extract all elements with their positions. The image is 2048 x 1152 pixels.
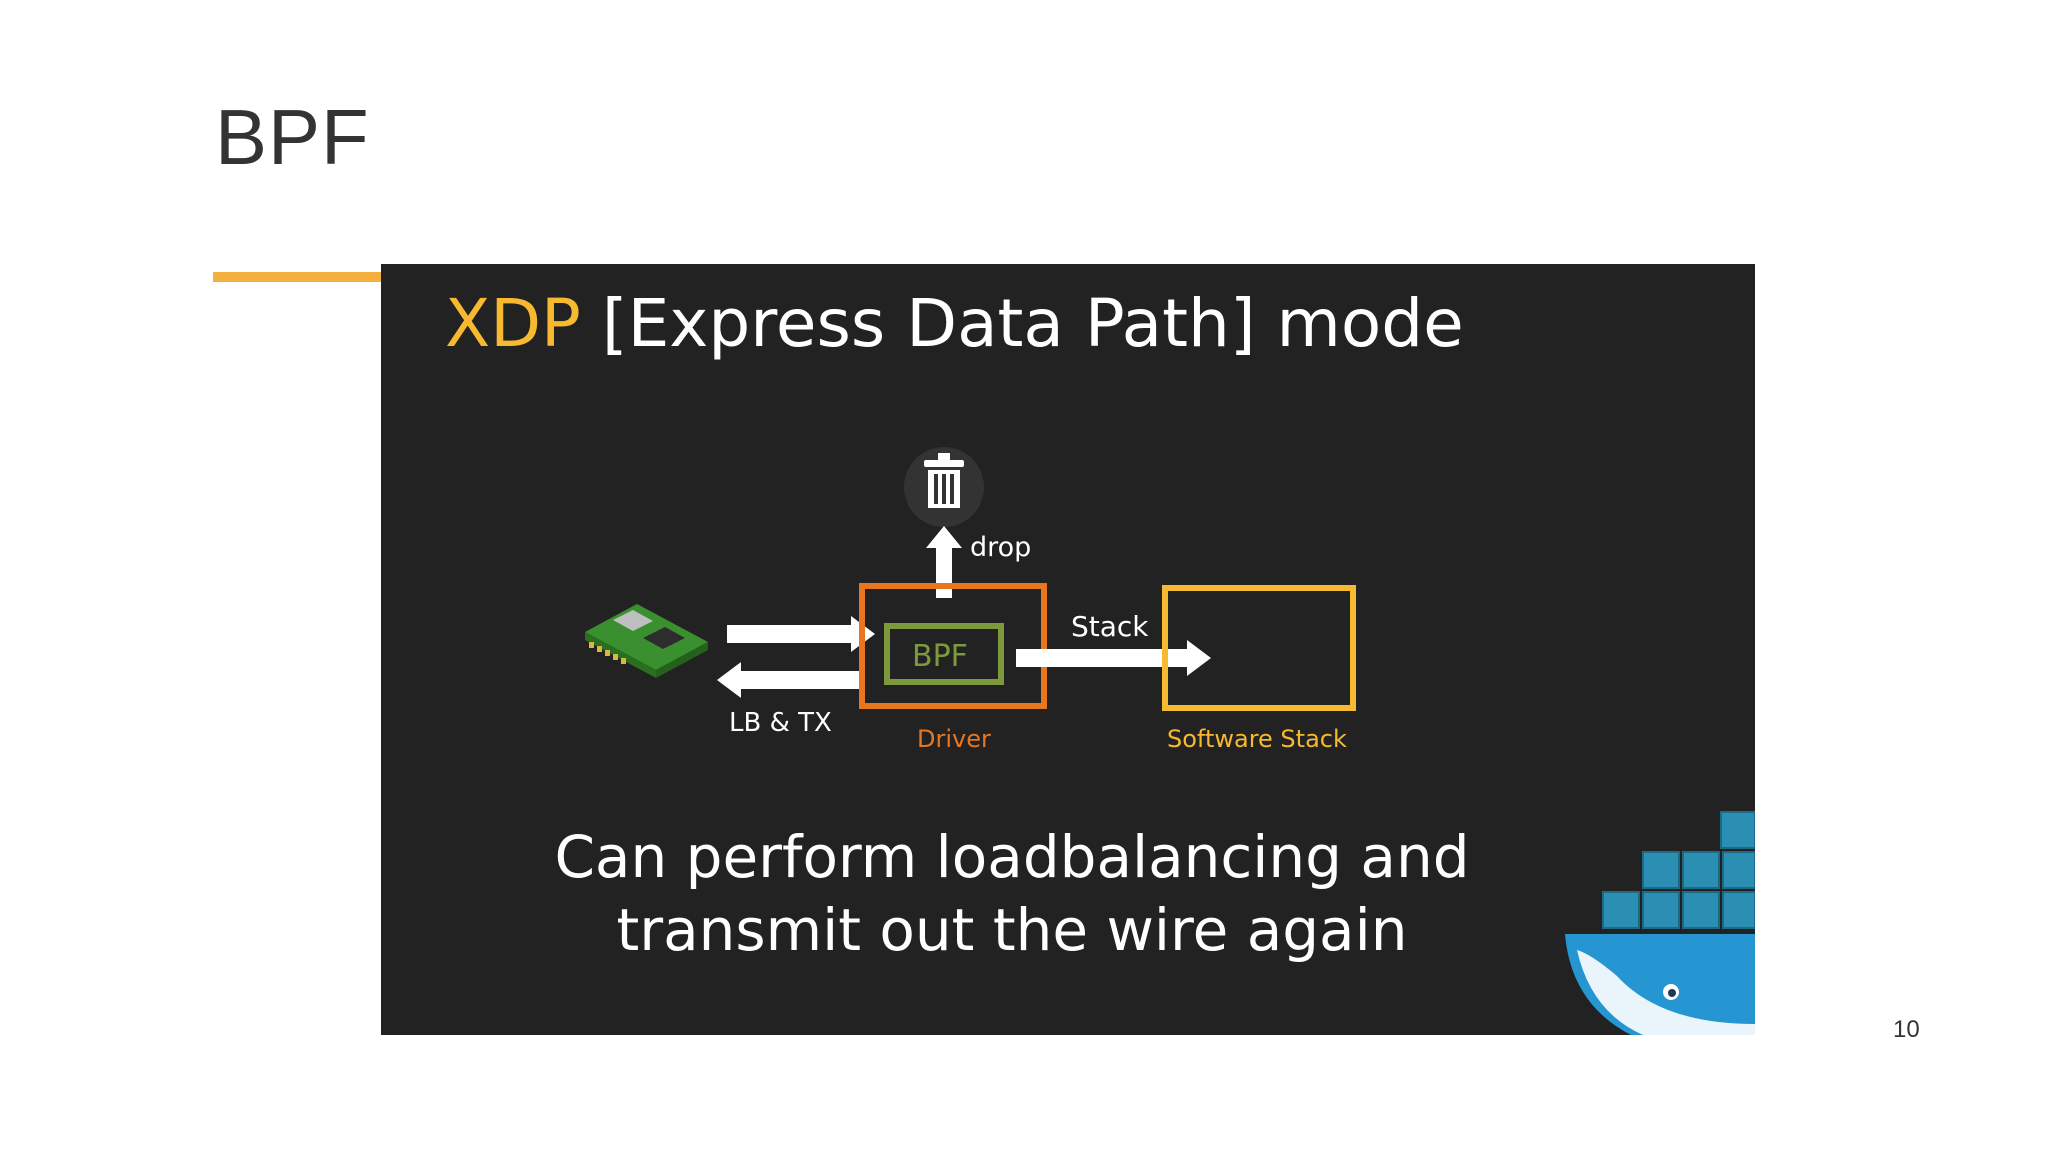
- lb-tx-label: LB & TX: [729, 708, 832, 738]
- drop-label: drop: [970, 532, 1031, 563]
- heading-rest: [Express Data Path] mode: [581, 285, 1464, 362]
- caption-line-2: transmit out the wire again: [617, 896, 1408, 964]
- page-number: 10: [1893, 1016, 1920, 1043]
- bpf-box: [884, 623, 1004, 685]
- network-card-icon: [585, 604, 708, 678]
- docker-whale-logo: [1565, 811, 1755, 1035]
- bpf-label: BPF: [912, 639, 968, 674]
- driver-label: Driver: [917, 725, 991, 753]
- software-stack-label: Software Stack: [1167, 725, 1347, 753]
- trash-icon: [904, 447, 984, 527]
- stack-label: Stack: [1071, 610, 1149, 643]
- embedded-heading: XDP [Express Data Path] mode: [445, 285, 1464, 362]
- embedded-slide-image: XDP [Express Data Path] mode drop: [381, 264, 1755, 1035]
- slide-title: BPF: [215, 93, 370, 181]
- software-stack-box: [1162, 585, 1356, 711]
- incoming-arrow: [727, 616, 875, 652]
- caption-line-1: Can perform loadbalancing and: [554, 823, 1469, 891]
- stack-arrow: [1016, 640, 1211, 676]
- driver-box: [859, 583, 1047, 709]
- heading-accent: XDP: [445, 285, 581, 362]
- title-accent-bar: [213, 272, 383, 282]
- transmit-arrow: [717, 662, 863, 698]
